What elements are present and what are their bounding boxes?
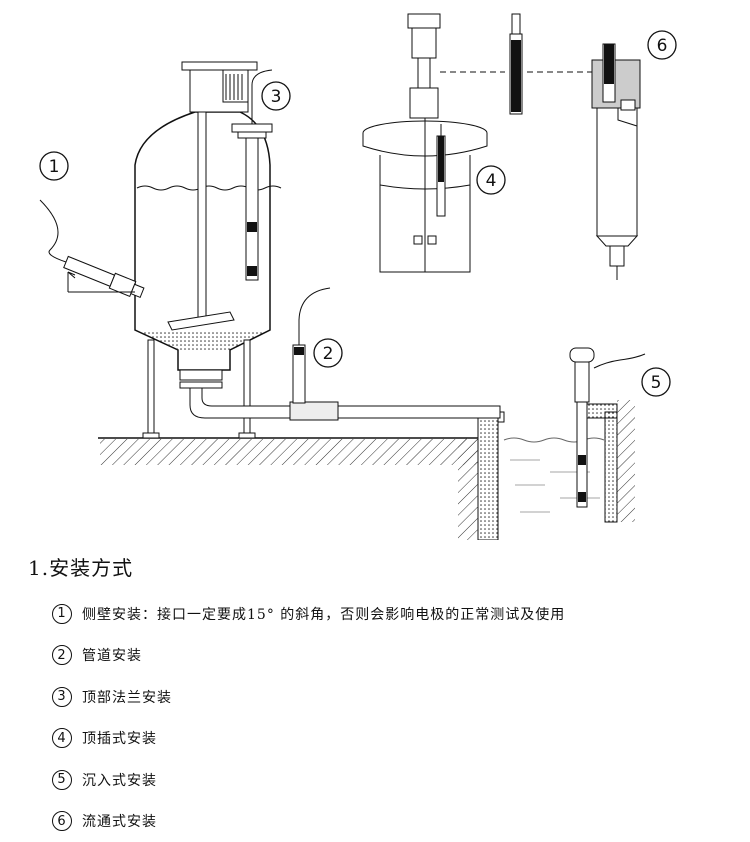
method-text: 侧壁安装：接口一定要成15° 的斜角，否则会影响电极的正常测试及使用: [82, 604, 565, 624]
method-item-3: 3 顶部法兰安装: [52, 676, 565, 718]
method-number-badge: 4: [52, 728, 72, 748]
method-item-6: 6 流通式安装: [52, 801, 565, 842]
svg-text:2: 2: [323, 344, 334, 364]
callout-2: 2: [314, 339, 342, 367]
method-number-badge: 1: [52, 604, 72, 624]
ground-left: [98, 438, 478, 465]
callout-1: 1: [40, 152, 68, 180]
method-text: 管道安装: [82, 645, 142, 665]
svg-text:5: 5: [651, 373, 662, 393]
installation-methods-list: 1 侧壁安装：接口一定要成15° 的斜角，否则会影响电极的正常测试及使用 2 管…: [52, 593, 565, 842]
installation-diagram: 1 2 3 4 5 6: [0, 0, 750, 540]
electrode-side-wall: [40, 200, 145, 300]
method-text: 顶部法兰安装: [82, 687, 172, 707]
callout-5: 5: [642, 368, 670, 396]
method-text: 顶插式安装: [82, 728, 157, 748]
method-number-badge: 6: [52, 811, 72, 831]
svg-text:3: 3: [271, 87, 282, 107]
method-item-4: 4 顶插式安装: [52, 718, 565, 760]
spare-electrode: [440, 14, 592, 114]
method-text: 沉入式安装: [82, 770, 157, 790]
method-item-1: 1 侧壁安装：接口一定要成15° 的斜角，否则会影响电极的正常测试及使用: [52, 593, 565, 635]
svg-text:4: 4: [486, 171, 497, 191]
reactor-vessel: [135, 62, 500, 438]
callout-3: 3: [262, 82, 290, 110]
method-number-badge: 2: [52, 645, 72, 665]
method-text: 流通式安装: [82, 811, 157, 831]
callout-6: 6: [648, 31, 676, 59]
method-number-badge: 3: [52, 687, 72, 707]
method-item-5: 5 沉入式安装: [52, 759, 565, 801]
sump-pit: [458, 400, 635, 540]
reactor-top-insertion: [363, 14, 487, 272]
method-number-badge: 5: [52, 770, 72, 790]
svg-text:6: 6: [657, 36, 668, 56]
svg-text:1: 1: [49, 157, 60, 177]
callout-4: 4: [477, 166, 505, 194]
section-title: 1.安装方式: [28, 552, 133, 581]
method-item-2: 2 管道安装: [52, 635, 565, 677]
flow-through-cell: [592, 44, 640, 280]
